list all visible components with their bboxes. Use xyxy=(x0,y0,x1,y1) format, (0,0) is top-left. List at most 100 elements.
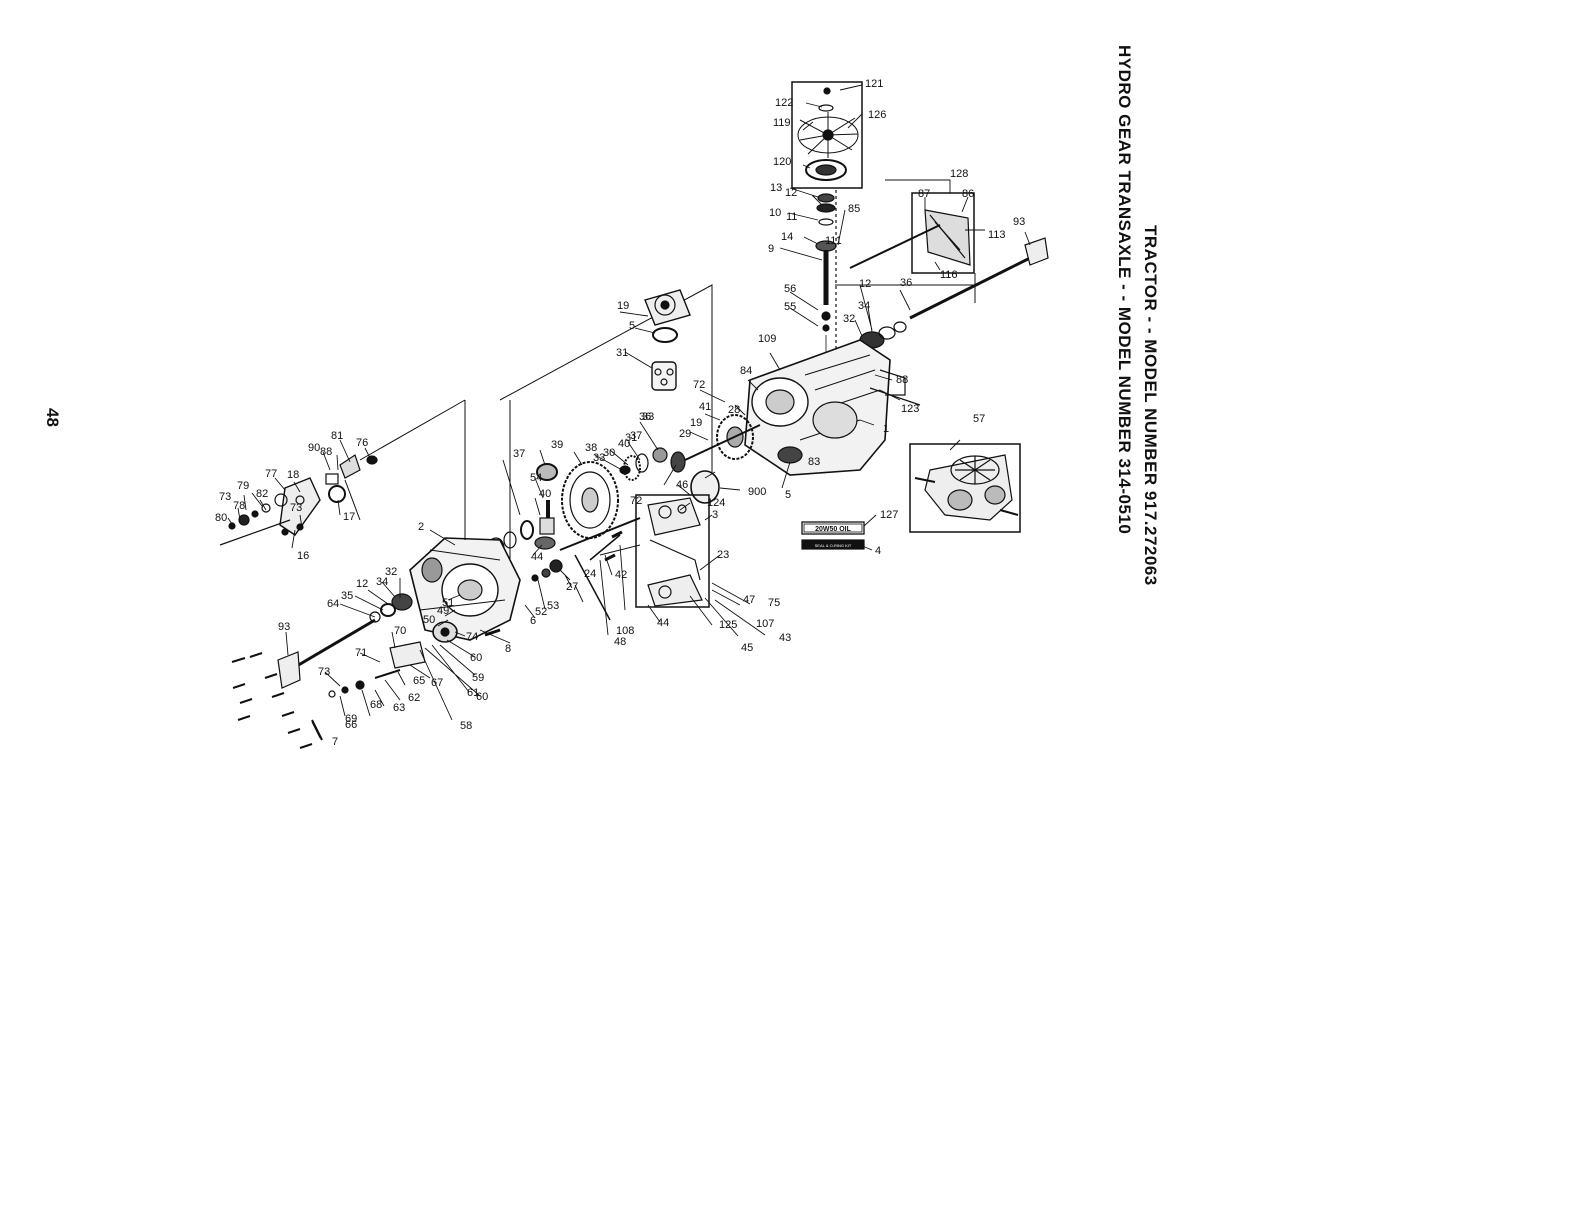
callout-72: 72 xyxy=(693,379,705,391)
callout-124: 124 xyxy=(707,497,725,509)
cover-plate-icon xyxy=(924,209,971,266)
callout-11: 11 xyxy=(786,211,797,223)
callout-24: 24 xyxy=(584,568,596,580)
callout-45: 45 xyxy=(741,642,753,654)
callout-113: 113 xyxy=(988,229,1006,241)
callout-50: 50 xyxy=(423,614,435,626)
callout-10: 10 xyxy=(769,207,781,219)
callout-59: 59 xyxy=(472,672,484,684)
callout-70: 70 xyxy=(394,625,406,637)
callout-53: 53 xyxy=(547,600,559,612)
callout-64: 64 xyxy=(327,598,339,610)
callout-87: 87 xyxy=(918,188,930,200)
callout-46: 46 xyxy=(676,479,688,491)
callout-81: 81 xyxy=(331,430,343,442)
axle-36 xyxy=(909,256,1031,320)
callout-13: 13 xyxy=(770,182,782,194)
callout-49: 49 xyxy=(437,605,449,617)
callout-19: 19 xyxy=(690,417,702,429)
callout-126: 126 xyxy=(868,109,886,121)
callout-76: 76 xyxy=(356,437,368,449)
callout-12: 12 xyxy=(785,187,797,199)
callout-5: 5 xyxy=(785,489,791,501)
callout-55: 55 xyxy=(784,301,796,313)
center-section-box xyxy=(635,494,710,608)
callout-68: 68 xyxy=(370,699,382,711)
callout-43: 43 xyxy=(779,632,791,644)
callout-40: 40 xyxy=(539,488,551,500)
callout-69: 69 xyxy=(345,713,357,725)
callout-109: 109 xyxy=(758,333,776,345)
axle-left xyxy=(289,618,376,672)
callout-36: 36 xyxy=(900,277,912,289)
seal-kit-decal xyxy=(801,539,865,550)
callout-108: 108 xyxy=(616,625,634,637)
bracket-box xyxy=(911,192,975,274)
callout-121: 121 xyxy=(865,78,883,90)
callout-86: 86 xyxy=(962,188,974,200)
callout-47: 47 xyxy=(743,594,755,606)
callout-128: 128 xyxy=(950,168,968,180)
callout-127: 127 xyxy=(880,509,898,521)
callout-36: 36 xyxy=(639,411,651,423)
rod-85 xyxy=(849,224,941,269)
callout-88: 88 xyxy=(320,446,332,458)
seal-kit-decal-label: SEAL & O-RING KIT xyxy=(815,543,852,548)
transaxle-assembly-icon xyxy=(914,454,1019,521)
callout-60: 60 xyxy=(470,652,482,664)
callout-33: 33 xyxy=(593,452,605,464)
callout-58: 58 xyxy=(460,720,472,732)
callout-111: 111 xyxy=(825,235,842,247)
fan-assembly-box xyxy=(791,81,863,189)
callout-39: 39 xyxy=(551,439,563,451)
callout-30: 30 xyxy=(603,447,615,459)
callout-54: 54 xyxy=(530,472,542,484)
callout-18: 18 xyxy=(287,469,299,481)
callout-82: 82 xyxy=(256,488,268,500)
callout-120: 120 xyxy=(773,156,791,168)
callout-12: 12 xyxy=(859,278,871,290)
callout-33: 33 xyxy=(642,411,654,423)
callout-62: 62 xyxy=(408,692,420,704)
pulley-icon xyxy=(805,159,847,181)
callout-29: 29 xyxy=(679,428,691,440)
callout-44: 44 xyxy=(531,551,543,563)
callout-7: 7 xyxy=(332,736,338,748)
callout-60: 60 xyxy=(476,691,488,703)
callout-73: 73 xyxy=(219,491,231,503)
callout-90: 90 xyxy=(308,442,320,454)
callout-77: 77 xyxy=(265,468,277,480)
fan-icon xyxy=(797,112,859,158)
callout-34: 34 xyxy=(858,300,870,312)
callout-37: 37 xyxy=(630,430,642,442)
callout-14: 14 xyxy=(781,231,793,243)
callout-71: 71 xyxy=(355,647,367,659)
callout-27: 27 xyxy=(566,581,578,593)
callout-3: 3 xyxy=(712,509,718,521)
callout-44: 44 xyxy=(657,617,669,629)
callout-123: 123 xyxy=(901,403,919,415)
callout-900: 900 xyxy=(748,486,766,498)
callout-40: 40 xyxy=(618,438,630,450)
housing-left-icon xyxy=(409,537,521,641)
callout-93: 93 xyxy=(1013,216,1025,228)
callout-9: 9 xyxy=(768,243,774,255)
callout-17: 17 xyxy=(343,511,355,523)
bolt-set-icon xyxy=(231,652,323,749)
oil-decal xyxy=(801,521,865,535)
cylinder-block-icon xyxy=(651,361,677,391)
callout-37: 37 xyxy=(513,448,525,460)
callout-79: 79 xyxy=(237,480,249,492)
brake-lever-icon xyxy=(279,477,321,536)
callout-5: 5 xyxy=(629,320,635,332)
callout-1: 1 xyxy=(883,423,889,435)
callout-6: 6 xyxy=(530,615,536,627)
callout-66: 66 xyxy=(345,719,357,731)
callout-12: 12 xyxy=(356,578,368,590)
callout-19: 19 xyxy=(617,300,629,312)
callout-48: 48 xyxy=(614,636,626,648)
callout-31: 31 xyxy=(625,432,637,444)
callout-32: 32 xyxy=(385,566,397,578)
